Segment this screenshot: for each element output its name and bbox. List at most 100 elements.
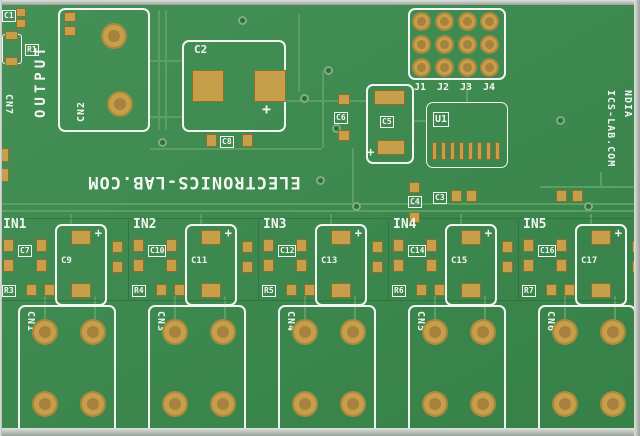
through-hole (480, 12, 499, 31)
capacitor-label: C14 (408, 245, 427, 257)
smd-pad (133, 259, 144, 272)
through-hole (435, 58, 454, 77)
smd-pad (377, 140, 405, 155)
channel-input-label: IN2 (133, 217, 157, 232)
smd-pad (556, 190, 567, 202)
trace (590, 214, 592, 226)
via (316, 176, 325, 185)
through-hole (470, 391, 496, 417)
board-edge-right (634, 0, 640, 436)
channel-input-label: IN1 (3, 217, 27, 232)
connector-label: CN2 (76, 100, 87, 122)
smd-pad (591, 283, 611, 298)
smd-pad (451, 190, 462, 202)
channel-block: IN2 C10 R4 C11 + (130, 215, 260, 306)
electrolytic-cap-outline: C11 + (185, 224, 237, 306)
capacitor-label: C16 (538, 245, 557, 257)
through-hole (210, 319, 236, 345)
edge-brand-text: ICS-LAB.COM (605, 90, 616, 168)
smd-pad (242, 134, 253, 147)
trace (352, 148, 354, 203)
through-hole (340, 319, 366, 345)
smd-pad (16, 8, 26, 17)
through-hole (32, 319, 58, 345)
through-hole (600, 391, 626, 417)
zone-line (388, 220, 389, 300)
capacitor-outline (366, 84, 414, 164)
electrolytic-cap-outline: C17 + (575, 224, 627, 306)
polarity-plus: + (262, 100, 272, 118)
channel-input-label: IN3 (263, 217, 287, 232)
trace (484, 296, 486, 332)
channel-block: IN4 C14 R6 C15 + (390, 215, 520, 306)
smd-pad (44, 284, 55, 296)
through-hole (422, 391, 448, 417)
through-hole (80, 391, 106, 417)
capacitor-label: C3 (433, 192, 447, 204)
smd-pad (556, 239, 567, 252)
smd-pad (296, 259, 307, 272)
capacitor-label: C17 (581, 256, 598, 266)
connector-outline (408, 305, 506, 436)
trace (322, 70, 324, 148)
brand-text: ELECTRONICS-LAB.COM (87, 172, 301, 192)
through-hole (412, 35, 431, 54)
ic-outline (426, 102, 508, 168)
zone-line (258, 220, 259, 300)
electrolytic-cap-outline: C15 + (445, 224, 497, 306)
smd-pad (374, 90, 405, 105)
smd-pad (26, 284, 37, 296)
smd-pad (331, 283, 351, 298)
trace (434, 296, 436, 332)
through-hole (458, 58, 477, 77)
side-connector-label: CN7 (3, 94, 14, 116)
smd-pad (461, 283, 481, 298)
smd-pad (71, 283, 91, 298)
channel-input-label: IN4 (393, 217, 417, 232)
polarity-plus: + (367, 145, 375, 159)
smd-pad (372, 261, 383, 273)
smd-pad (133, 239, 144, 252)
smd-pad (201, 230, 221, 245)
polarity-plus: + (614, 226, 622, 240)
through-hole (552, 319, 578, 345)
smd-pad (304, 284, 315, 296)
trace (0, 210, 634, 212)
trace (158, 10, 160, 130)
trace (0, 203, 634, 205)
resistor-label: R4 (132, 285, 146, 297)
zone-line (128, 220, 129, 300)
resistor-label: R7 (522, 285, 536, 297)
through-hole (600, 319, 626, 345)
trace (564, 296, 566, 332)
smd-pad (572, 190, 583, 202)
resistor-label: R1 (25, 44, 39, 56)
polarity-plus: + (94, 226, 102, 240)
capacitor-label: C2 (194, 43, 208, 56)
trace (354, 296, 356, 332)
smd-pad (5, 31, 18, 40)
trace (330, 214, 332, 226)
smd-pad (201, 283, 221, 298)
smd-pad (166, 259, 177, 272)
smd-pad (263, 259, 274, 272)
ic-pin-pad (486, 142, 491, 160)
capacitor-label: C10 (148, 245, 167, 257)
trace (224, 296, 226, 332)
trace (150, 116, 182, 118)
trace (174, 296, 176, 332)
smd-pad (461, 230, 481, 245)
bottom-connector: CN4 (260, 303, 390, 436)
through-hole (32, 391, 58, 417)
through-hole (80, 319, 106, 345)
jumper-label: J3 (460, 82, 473, 93)
through-hole (292, 319, 318, 345)
ic-label: U1 (433, 112, 450, 127)
smd-pad (466, 190, 477, 202)
board-edge-bottom (0, 428, 640, 436)
trace (600, 172, 602, 188)
capacitor-label: C15 (451, 256, 468, 266)
capacitor-label: C4 (408, 196, 422, 208)
polarity-plus: + (224, 226, 232, 240)
through-hole (292, 391, 318, 417)
